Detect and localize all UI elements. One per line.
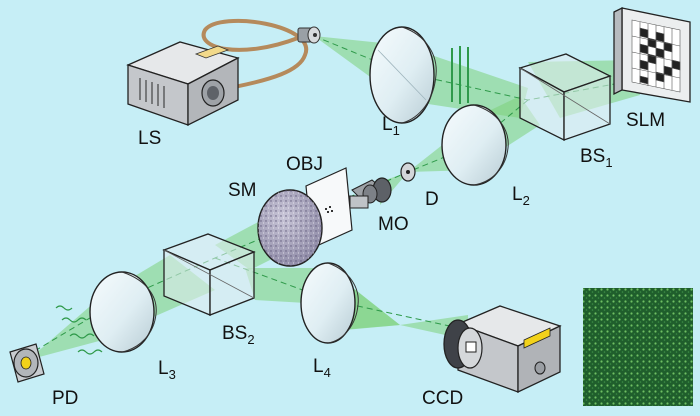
pinhole-icon — [400, 162, 416, 182]
objective-icon — [344, 177, 392, 209]
label-bs2: BS2 — [222, 323, 255, 347]
object-sample — [325, 206, 333, 213]
label-sm: SM — [228, 180, 257, 201]
label-l3: L3 — [158, 358, 176, 382]
beam-focus-to-ccd — [330, 270, 468, 340]
label-l2: L2 — [512, 184, 530, 208]
scattered-light-squiggles — [55, 305, 103, 355]
ccd-camera-icon — [443, 305, 562, 394]
label-pd: PD — [52, 388, 78, 409]
label-slm: SLM — [626, 110, 665, 131]
light-source-icon — [126, 41, 240, 127]
fiber-collimator — [297, 26, 321, 44]
label-l4: L4 — [313, 356, 331, 380]
beam-splitter-bs1 — [518, 53, 612, 142]
label-bs1: BS1 — [580, 146, 613, 170]
label-l1: L1 — [382, 114, 400, 138]
label-ls: LS — [138, 128, 161, 149]
lens-l3 — [89, 271, 157, 353]
beam-splitter-bs2 — [162, 233, 256, 316]
lens-l2 — [441, 104, 509, 186]
label-d: D — [425, 189, 439, 210]
interference-lines — [451, 46, 469, 104]
photodiode-icon — [9, 343, 45, 383]
slm-icon — [613, 6, 691, 103]
label-mo: MO — [378, 214, 409, 235]
label-obj: OBJ — [286, 154, 323, 175]
lens-l1 — [369, 26, 437, 124]
label-ccd: CCD — [422, 388, 463, 409]
speckle-pattern-icon — [583, 288, 693, 406]
scattering-medium-icon — [257, 189, 323, 267]
lens-l4 — [300, 262, 359, 344]
slm-pixel-grid — [631, 19, 681, 93]
